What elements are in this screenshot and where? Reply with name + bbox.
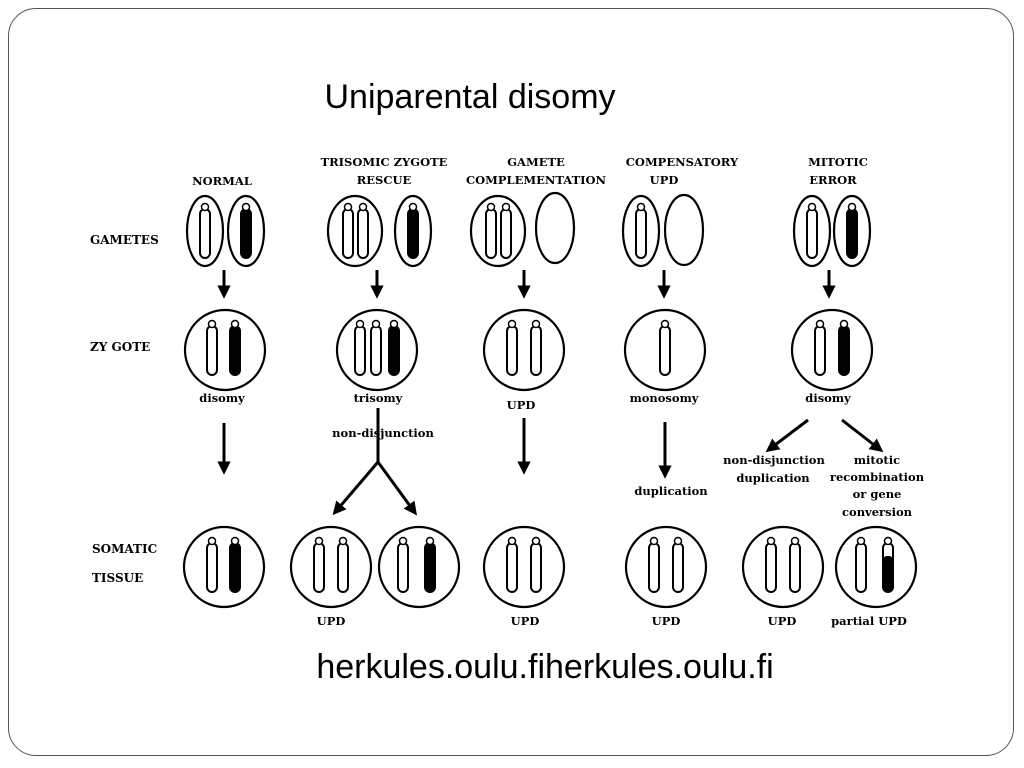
arrows-gamete-to-zygote: [217, 270, 836, 299]
result-label-compensatory: UPD: [652, 614, 681, 628]
process-label-mitotic-left-2: duplication: [736, 471, 810, 485]
header-mitotic-2: ERROR: [809, 173, 857, 187]
row-label-zygote: ZY GOTE: [90, 340, 150, 354]
process-label-trisomic: non-disjunction: [332, 426, 434, 440]
result-label-mitotic-right: partial UPD: [831, 614, 907, 628]
process-label-compensatory: duplication: [634, 484, 708, 498]
row-label-gametes: GAMETES: [90, 233, 159, 247]
gametes-complementation: [469, 191, 576, 268]
arrows-zygote-to-tissue: [217, 408, 884, 516]
result-label-gamete: UPD: [511, 614, 540, 628]
result-label-trisomic: UPD: [317, 614, 346, 628]
row-label-tissue: TISSUE: [92, 571, 143, 585]
tissue-normal: [182, 525, 266, 609]
zygote-label-mitotic: disomy: [805, 391, 851, 405]
tissue-mitotic-upd: [741, 525, 825, 609]
tissue-mitotic-partial-upd: [834, 525, 918, 609]
header-gamete-1: GAMETE: [507, 155, 565, 169]
zygote-monosomy: [623, 308, 707, 392]
zygote-upd: [482, 308, 566, 392]
zygote-label-gamete: UPD: [507, 398, 536, 412]
header-trisomic-2: RESCUE: [357, 173, 412, 187]
gametes-trisomic: [326, 194, 433, 268]
slide-title: Uniparental disomy: [324, 78, 616, 116]
process-label-mitotic-right-3: or gene: [853, 487, 902, 501]
zygote-trisomy: [335, 308, 419, 392]
tissue-trisomic-disomy: [377, 525, 461, 609]
header-mitotic-1: MITOTIC: [808, 155, 868, 169]
zygote-label-compensatory: monosomy: [630, 391, 699, 405]
source-caption: herkules.oulu.fiherkules.oulu.fi: [316, 648, 774, 686]
process-label-mitotic-right-4: conversion: [842, 505, 913, 519]
gametes-normal: [185, 194, 266, 268]
header-gamete-2: COMPLEMENTATION: [466, 173, 607, 187]
header-trisomic-1: TRISOMIC ZYGOTE: [321, 155, 448, 169]
zygote-label-trisomic: trisomy: [354, 391, 403, 405]
tissue-complementation: [482, 525, 566, 609]
process-label-mitotic-left-1: non-disjunction: [723, 453, 825, 467]
process-label-mitotic-right-1: mitotic: [854, 453, 900, 467]
tissue-trisomic-upd: [289, 525, 373, 609]
header-compensatory-2: UPD: [650, 173, 679, 187]
zygote-normal: [183, 308, 267, 392]
tissue-compensatory: [624, 525, 708, 609]
process-label-mitotic-right-2: recombination: [830, 470, 925, 484]
zygote-label-normal: disomy: [199, 391, 245, 405]
header-compensatory-1: COMPENSATORY: [626, 155, 739, 169]
gametes-compensatory: [621, 193, 705, 268]
zygote-mitotic: [790, 308, 874, 392]
result-label-mitotic-left: UPD: [768, 614, 797, 628]
slide-frame: [8, 8, 1014, 756]
gametes-mitotic: [792, 194, 872, 268]
header-normal: NORMAL: [192, 174, 252, 188]
row-label-somatic: SOMATIC: [92, 542, 157, 556]
